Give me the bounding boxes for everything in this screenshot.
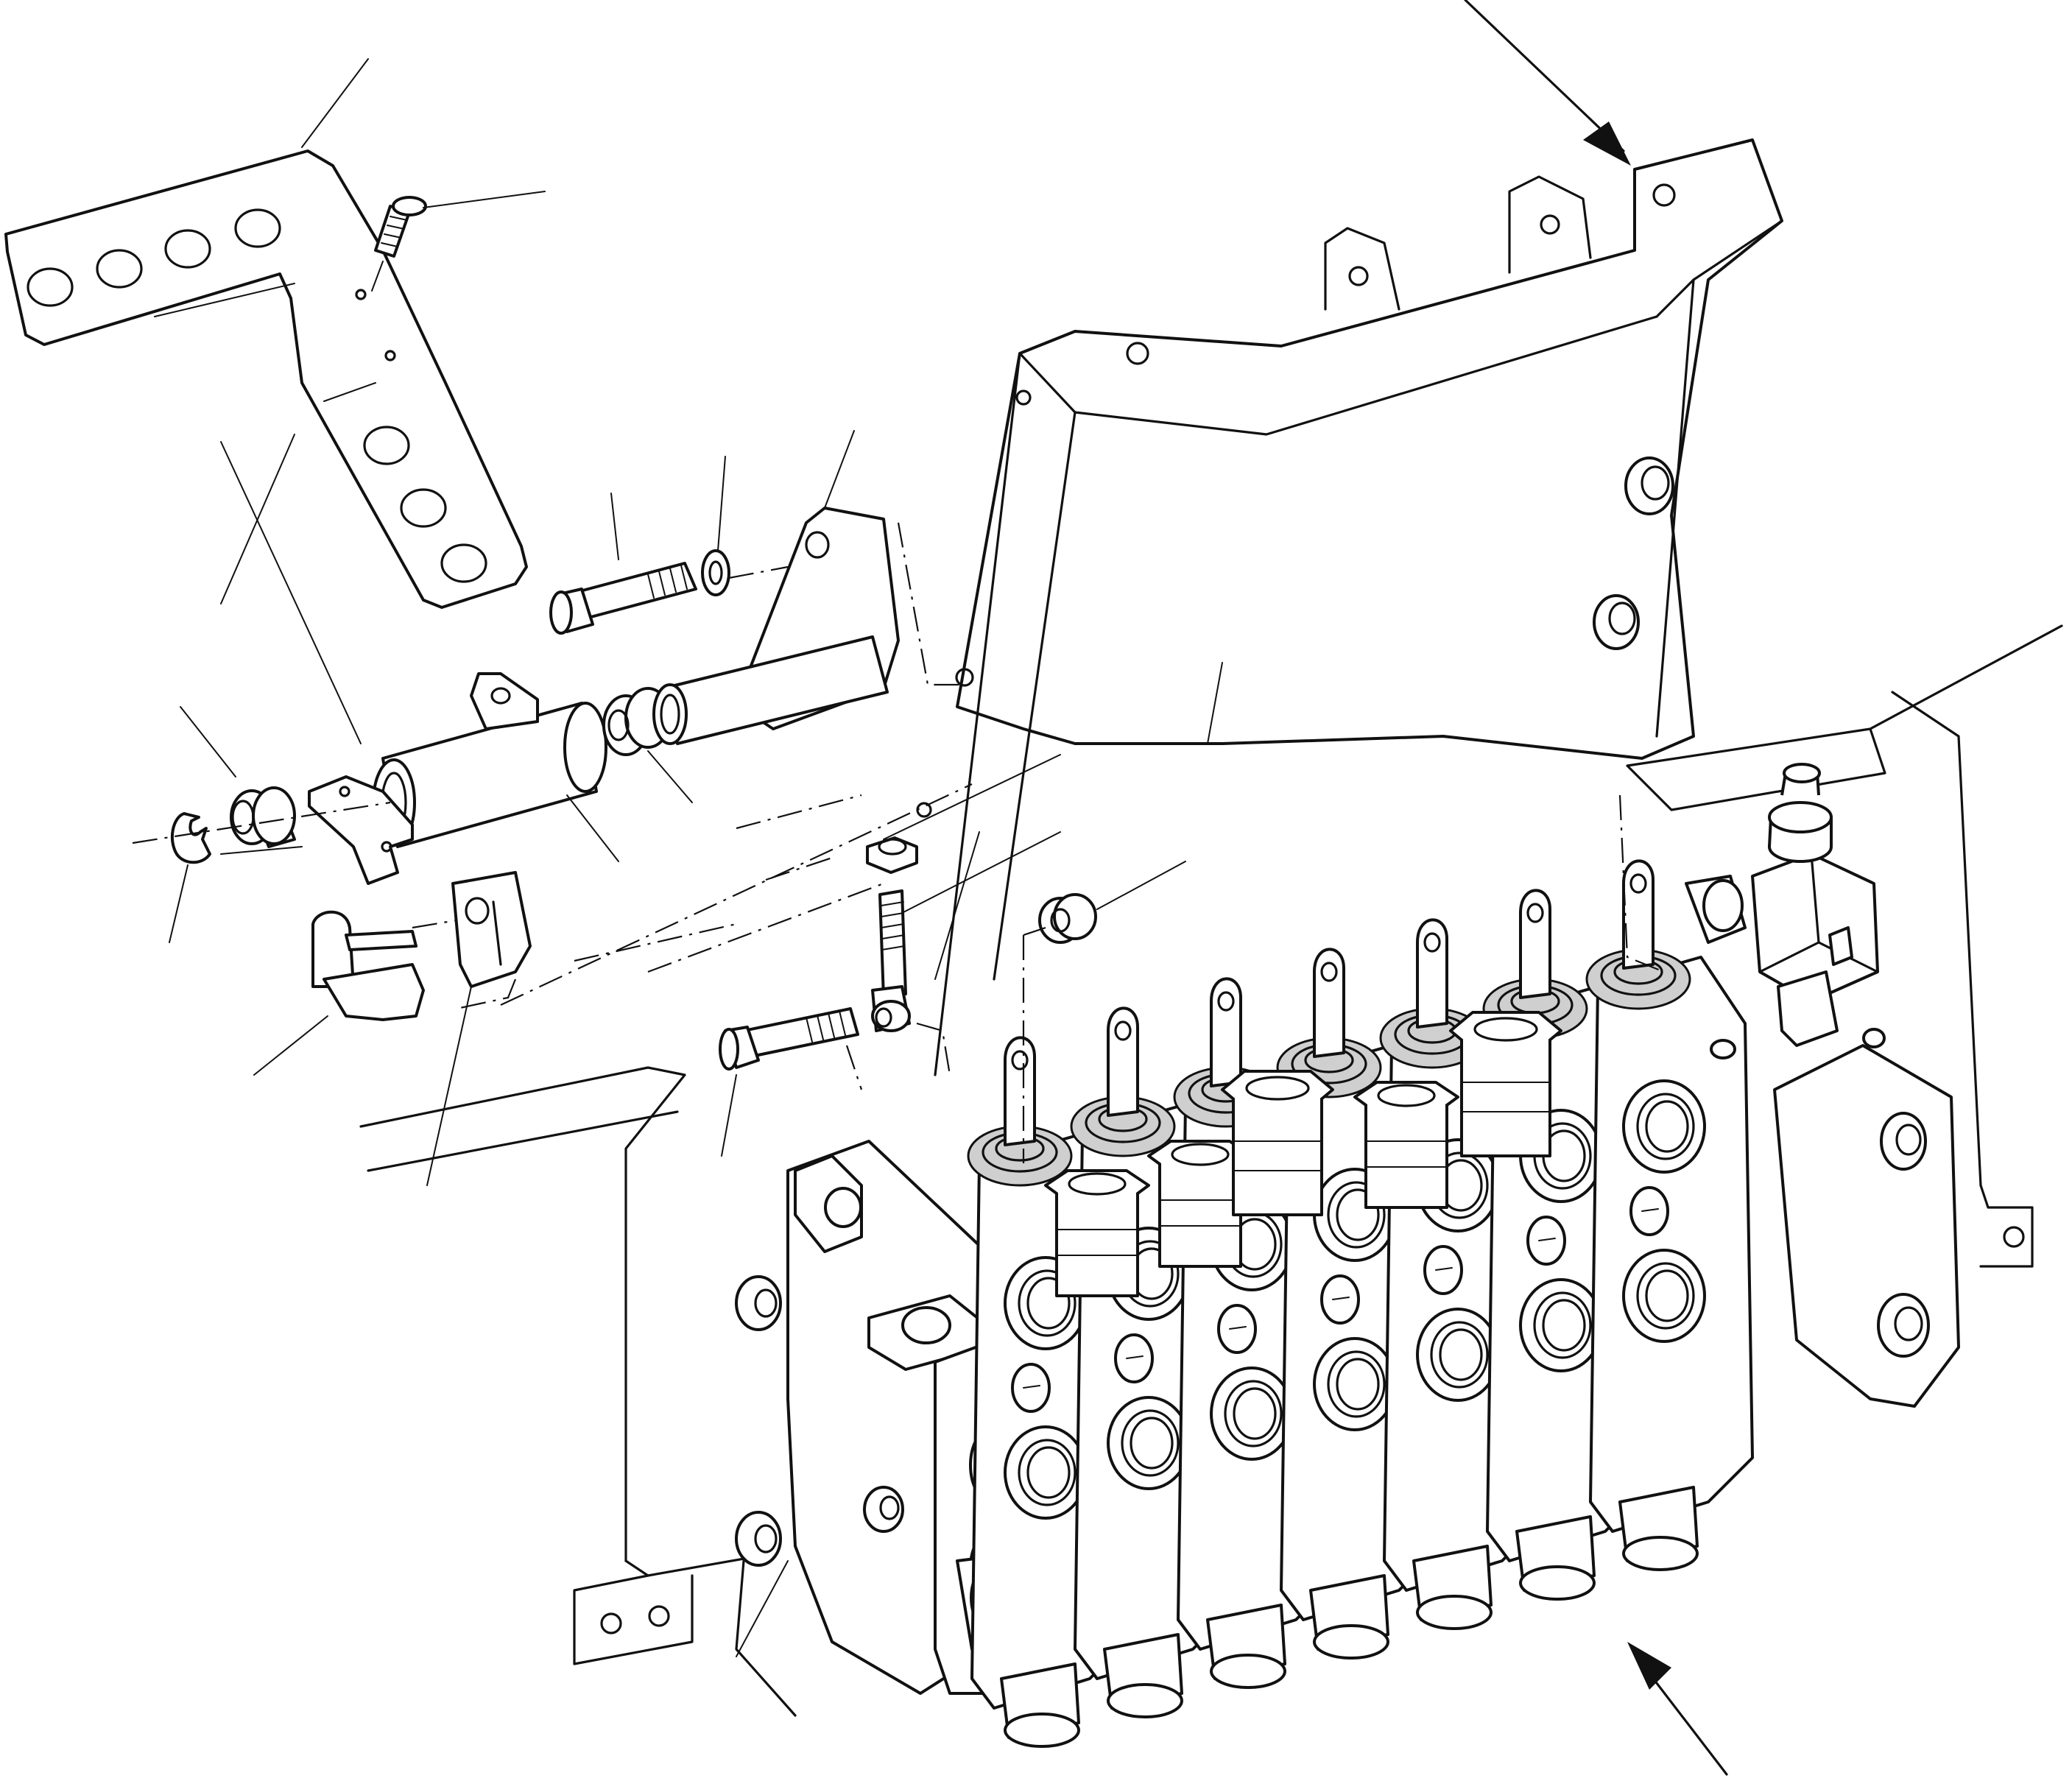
view-arrow-top [1464, 0, 1631, 166]
callout-leader-15 [1096, 861, 1186, 910]
callout-leader-10 [610, 493, 619, 560]
view-arrow-bottom [1627, 1642, 1728, 1776]
solenoid-valve [1685, 763, 1879, 1047]
callout-leader-18 [426, 986, 472, 1186]
adjustable-rod [871, 889, 911, 1032]
callout-leader-2 [423, 191, 546, 208]
pivot-bushing-left [230, 786, 296, 848]
callout-leader-13 [883, 754, 1061, 840]
pivot-washer [701, 549, 730, 596]
callout-leader-11 [717, 456, 726, 551]
callout-leader-7 [220, 434, 295, 604]
callout-leader-17 [253, 1015, 328, 1076]
circlip [170, 812, 211, 864]
callout-leader-1 [301, 58, 369, 148]
callout-leader-12 [824, 430, 855, 509]
pivot-shaft-bracket [652, 507, 900, 745]
relief-valve-cap-2 [1449, 1011, 1562, 1157]
callout-leader-3 [220, 846, 303, 855]
clevis-yoke [451, 871, 532, 988]
pivot-bolt [549, 562, 697, 635]
callout-leader-14 [901, 831, 1061, 914]
foot-pedal [4, 149, 528, 609]
rod-end-bolt [719, 1007, 859, 1071]
callout-leaders [169, 58, 1223, 1657]
callout-leader-8 [566, 794, 619, 862]
frame-nut-upper [1624, 456, 1674, 515]
callout-leader-9 [647, 750, 693, 803]
callout-leader-21 [1207, 662, 1223, 744]
control-valve-bank [735, 763, 1960, 1748]
callout-leader-20 [934, 831, 980, 980]
clevis-pin-retainer [311, 910, 425, 1021]
spacer-bushing [1038, 893, 1097, 944]
pedal-screw [371, 196, 427, 292]
callout-leader-19 [736, 1560, 789, 1657]
callout-leader-6 [220, 441, 362, 744]
callout-leader-4 [180, 706, 236, 777]
relief-valve-cap-1 [1221, 1070, 1334, 1216]
valve-section-7 [1585, 859, 1754, 1571]
callout-leader-16 [721, 1074, 737, 1157]
assembly-centerlines [132, 522, 1665, 1163]
callout-leader-5 [169, 864, 188, 943]
frame-nut-lower [1593, 594, 1640, 650]
mounting-frame [359, 138, 2063, 1717]
rod-end-nut [866, 836, 918, 874]
